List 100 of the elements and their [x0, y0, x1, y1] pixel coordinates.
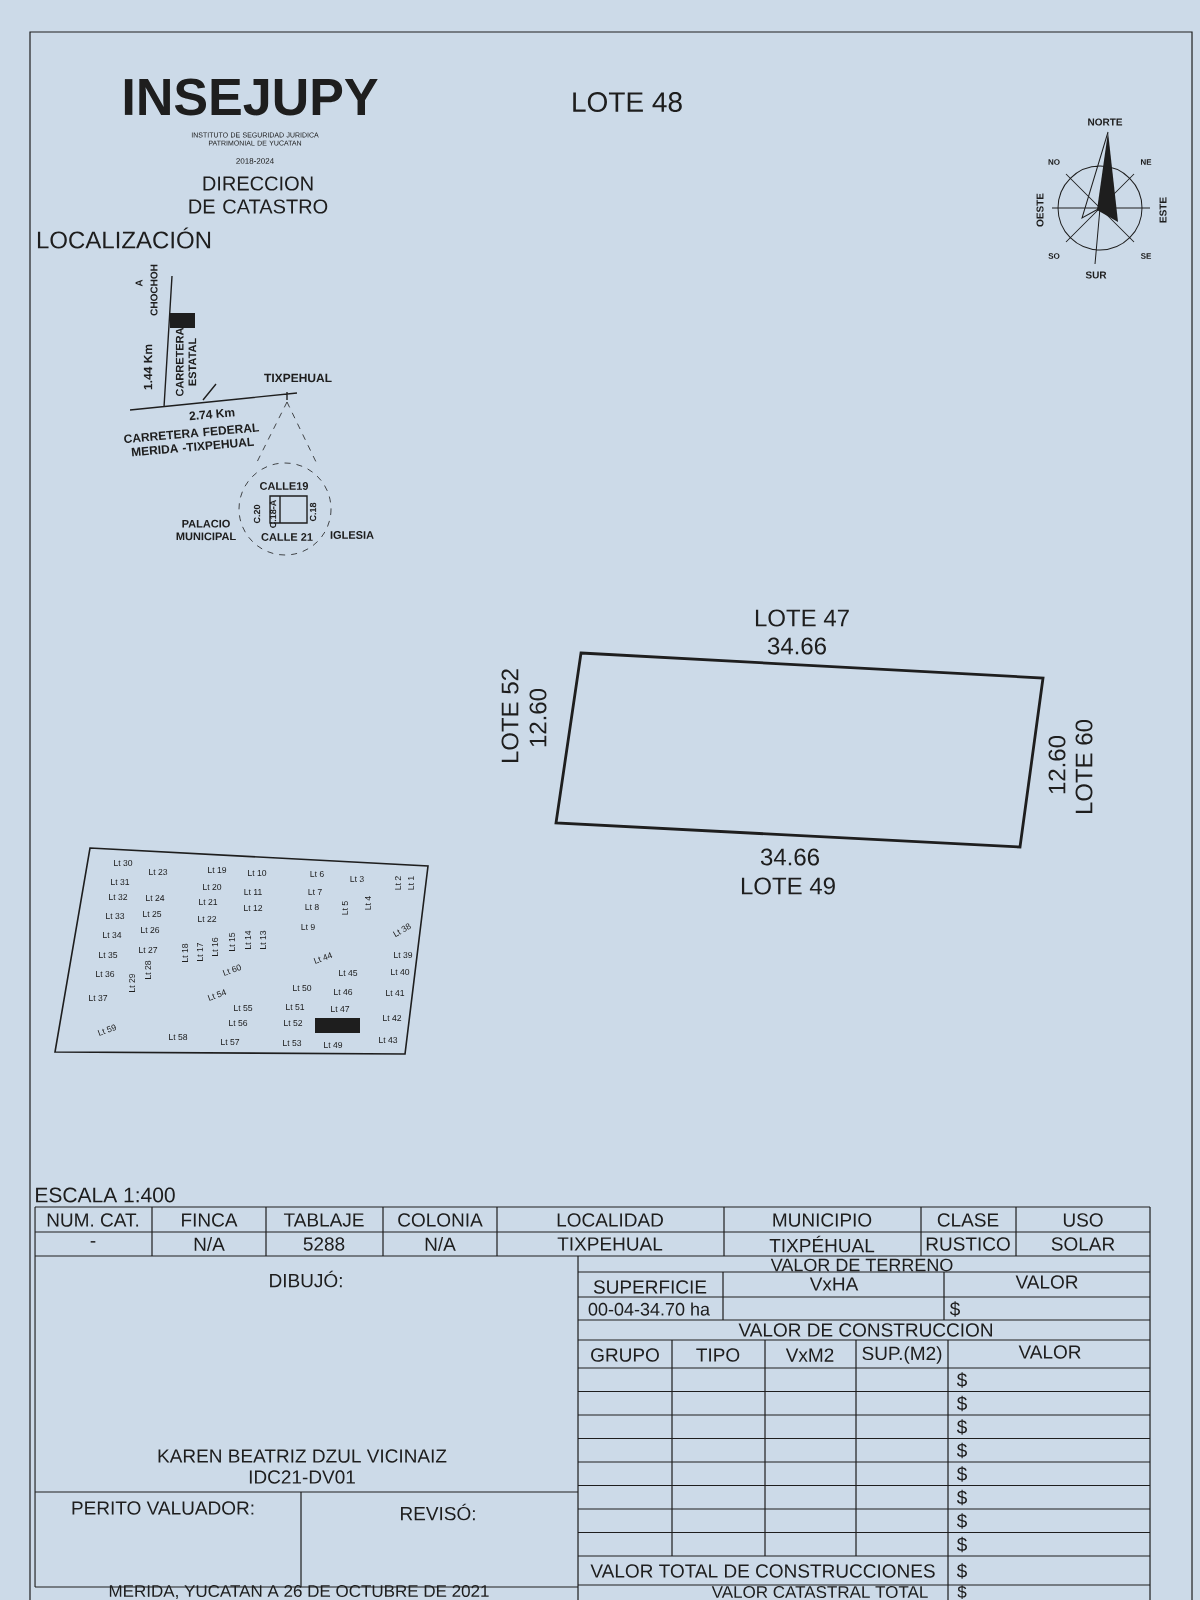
lot-number: Lt 55: [234, 1005, 253, 1011]
lot-number: Lt 27: [139, 947, 158, 954]
lot-number: Lt 24: [146, 895, 165, 902]
lot-number: Lt 53: [283, 1040, 302, 1047]
lot-number: Lt 16: [211, 937, 219, 956]
lot-number: Lt 21: [199, 899, 218, 906]
lot-number: Lt 34: [103, 932, 122, 939]
lot-number: Lt 54: [207, 989, 227, 1001]
compass-label: NE: [1141, 159, 1152, 165]
lot-number: Lt 18: [181, 943, 189, 962]
table-header: CLASE: [937, 1213, 999, 1227]
lot-number: Lt 4: [365, 896, 371, 910]
table-header: TIPO: [696, 1348, 740, 1362]
distance-label: 2.74 Km: [189, 408, 235, 421]
table-cell: $: [956, 1395, 967, 1412]
table-header: COLONIA: [398, 1213, 483, 1227]
table-header: SUP.(M2): [862, 1346, 942, 1364]
lot-number: Lt 9: [301, 924, 315, 931]
table-cell: TIXPÉHUAL: [769, 1235, 875, 1253]
road-label: A: [135, 279, 143, 287]
table-cell: 00-04-34.70 ha: [588, 1302, 710, 1316]
lot-number: Lt 52: [284, 1020, 303, 1027]
section-heading: LOCALIZACIÓN: [37, 227, 211, 249]
lot-number: Lt 35: [99, 952, 118, 959]
table-cell: $: [956, 1489, 967, 1506]
lot-number: Lt 50: [293, 985, 312, 992]
place-label: TIXPEHUAL: [264, 373, 332, 383]
table-header: VALOR DE CONSTRUCCION: [738, 1323, 992, 1337]
neighbour-lot-label: LOTE 60: [1075, 719, 1093, 814]
lot-number: Lt 43: [379, 1037, 398, 1044]
lot-number: Lt 20: [203, 884, 222, 891]
lot-number: Lt 31: [111, 879, 130, 886]
table-cell: $: [956, 1536, 967, 1553]
lot-number: Lt 59: [97, 1024, 116, 1036]
table-header: VxM2: [785, 1348, 834, 1362]
lot-number: Lt 29: [128, 973, 136, 992]
table-header: VALOR: [1015, 1275, 1078, 1289]
scale-label: ESCALA 1:400: [36, 1187, 175, 1203]
lot-number: Lt 39: [394, 952, 413, 959]
table-cell: $: [956, 1372, 967, 1388]
lot-number: Lt 7: [308, 889, 322, 895]
compass-label: OESTE: [1036, 193, 1044, 227]
lot-number: Lt 56: [229, 1020, 248, 1027]
lot-number: Lt 19: [208, 867, 227, 874]
road-label: CHOCHOH: [150, 264, 158, 316]
table-header: SUPERFICIE: [593, 1280, 707, 1294]
table-cell: N/A: [194, 1237, 225, 1251]
compass-label: NO: [1048, 159, 1060, 165]
lot-number: Lt 2: [395, 876, 402, 890]
department-name: DIRECCION DE CATASTRO: [189, 176, 328, 214]
table-header: VxHA: [809, 1277, 859, 1291]
table-cell: $: [956, 1513, 967, 1529]
lot-number: Lt 38: [392, 923, 411, 937]
lot-number: Lt 14: [245, 930, 251, 949]
lot-number: Lt 42: [383, 1015, 402, 1022]
lot-number: Lt 41: [386, 990, 405, 996]
table-cell: $: [956, 1563, 967, 1579]
date-range: 2018-2024: [236, 158, 274, 164]
street-label: CALLE 21: [261, 533, 313, 541]
lot-number: Lt 1: [408, 876, 414, 890]
table-header: VALOR TOTAL DE CONSTRUCCIONES: [590, 1564, 935, 1578]
table-header: LOCALIDAD: [557, 1213, 663, 1227]
road-label: CARRETERA ESTATAL: [175, 327, 197, 397]
lot-number: Lt 40: [391, 969, 410, 976]
distance-label: 1.44 Km: [143, 344, 153, 390]
neighbour-lot-label: LOTE 47: [755, 609, 849, 627]
lot-number: Lt 3: [350, 876, 364, 883]
institution-name: INSEJUPY: [124, 78, 378, 116]
table-cell: $: [957, 1585, 967, 1599]
lot-number: Lt 11: [244, 889, 262, 895]
compass-label: SE: [1140, 253, 1152, 259]
compass-label: NORTE: [1088, 118, 1123, 126]
table-cell: $: [949, 1301, 960, 1317]
table-header: NUM. CAT.: [47, 1213, 139, 1227]
field-label: REVISÓ:: [401, 1503, 475, 1521]
lot-number: Lt 25: [143, 911, 162, 918]
lot-number: Lt 13: [259, 930, 267, 949]
table-header: GRUPO: [591, 1348, 659, 1362]
id-text: IDC21-DV01: [249, 1470, 355, 1484]
street-label: CALLE19: [260, 482, 309, 490]
lot-number: Lt 37: [89, 995, 108, 1002]
field-label: DIBUJÓ:: [270, 1270, 342, 1288]
lot-number: Lt 47: [331, 1006, 350, 1012]
compass-label: SO: [1048, 253, 1060, 259]
title: LOTE 48: [573, 92, 682, 112]
table-cell: 5288: [303, 1237, 345, 1251]
field-label: PERITO VALUADOR:: [72, 1501, 254, 1515]
street-label: C.18-A: [269, 500, 277, 528]
table-cell: $: [956, 1466, 967, 1482]
table-header: MUNICIPIO: [773, 1213, 872, 1227]
neighbour-lot-label: LOTE 52: [501, 669, 519, 763]
lot-number: Lt 46: [334, 989, 353, 996]
lot-number: Lt 26: [141, 927, 160, 934]
lot-number: Lt 17: [197, 942, 203, 961]
lot-number: Lt 28: [144, 960, 152, 979]
place-date-text: MERIDA, YUCATAN A 26 DE OCTUBRE DE 2021: [109, 1585, 489, 1600]
place-label: PALACIO MUNICIPAL: [176, 519, 236, 541]
lot-number: Lt 23: [149, 869, 168, 876]
lot-number: Lt 33: [106, 913, 125, 920]
lot-number: Lt 15: [229, 932, 235, 951]
